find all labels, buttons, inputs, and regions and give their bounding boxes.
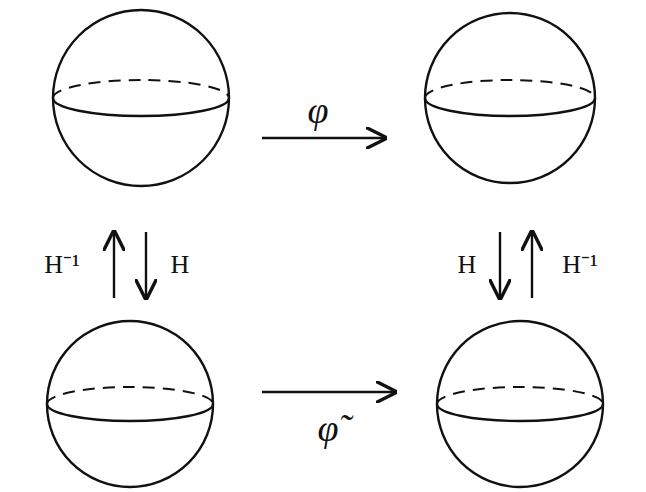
map-label: H⁻¹ — [562, 252, 598, 278]
map-arrow — [262, 391, 395, 393]
map-arrow — [499, 232, 501, 298]
map-arrow — [145, 232, 147, 298]
sphere — [47, 321, 213, 487]
map-label: φ — [307, 91, 328, 129]
map-arrow — [531, 232, 533, 298]
map-arrow — [262, 137, 385, 139]
map-label: φ̃ — [317, 409, 338, 447]
map-label: H⁻¹ — [44, 252, 80, 278]
sphere — [53, 10, 229, 186]
map-label: H — [171, 252, 190, 278]
sphere — [425, 13, 595, 183]
map-arrow — [113, 232, 115, 298]
sphere — [437, 321, 603, 487]
map-label: H — [458, 252, 477, 278]
